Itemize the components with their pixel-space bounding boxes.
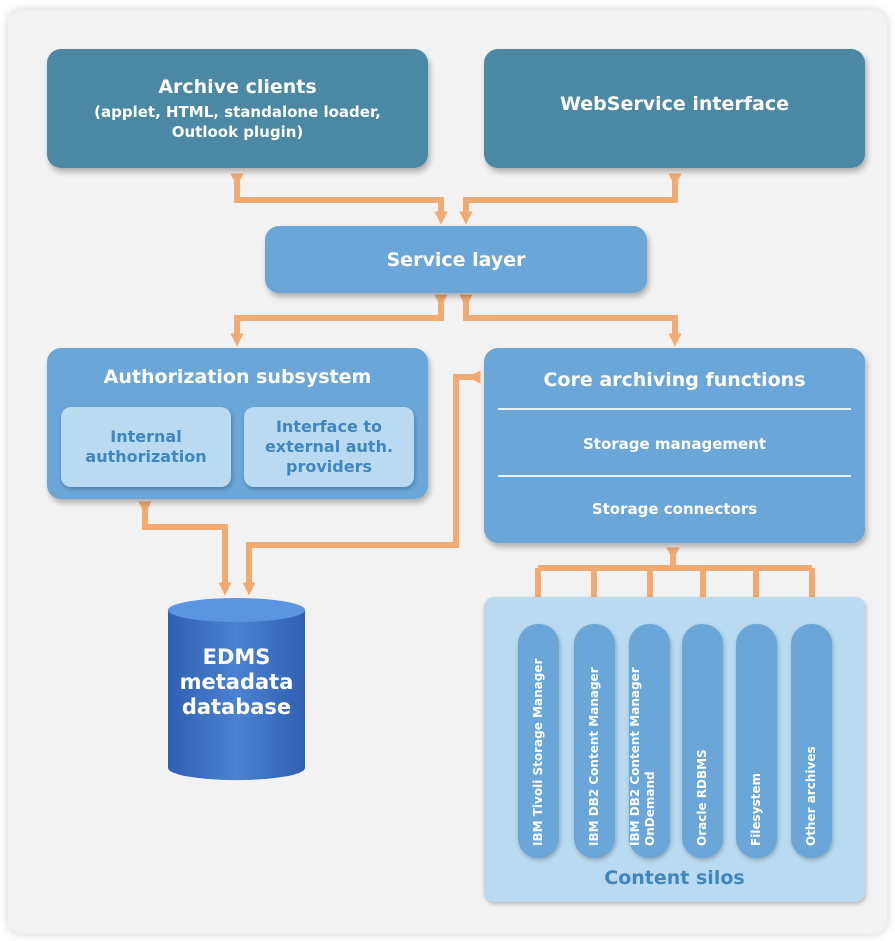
archive-clients-box: Archive clients (applet, HTML, standalon… bbox=[47, 49, 428, 168]
arrow-service-to-core bbox=[459, 294, 682, 347]
silo-label: Oracle RDBMS bbox=[695, 749, 709, 846]
silo-ibm-db2-ondemand: IBM DB2 Content Manager OnDemand bbox=[627, 624, 670, 858]
internal-authorization-label-2: authorization bbox=[85, 447, 207, 466]
silo-filesystem: Filesystem bbox=[736, 624, 777, 858]
internal-authorization-box: Internal authorization bbox=[61, 407, 231, 487]
silo-ibm-tivoli: IBM Tivoli Storage Manager bbox=[518, 624, 559, 858]
core-divider-2 bbox=[498, 475, 851, 477]
silo-label: IBM DB2 Content Manager bbox=[627, 667, 642, 846]
silo-other-archives: Other archives bbox=[791, 624, 832, 858]
archive-clients-title: Archive clients bbox=[158, 75, 317, 98]
arrow-auth-to-db bbox=[138, 501, 232, 596]
arrow-webservice-to-service bbox=[459, 173, 682, 225]
webservice-title: WebService interface bbox=[560, 92, 789, 115]
arrow-clients-to-service bbox=[230, 173, 448, 225]
silo-ibm-db2-cm: IBM DB2 Content Manager bbox=[574, 624, 615, 858]
archive-clients-subtitle-2: Outlook plugin) bbox=[171, 122, 304, 141]
core-divider-1 bbox=[498, 408, 851, 410]
external-auth-label-3: providers bbox=[286, 457, 372, 476]
service-layer-box: Service layer bbox=[265, 226, 647, 293]
silo-oracle-rdbms: Oracle RDBMS bbox=[682, 624, 723, 858]
authorization-box: Authorization subsystem Internal authori… bbox=[47, 348, 428, 499]
external-auth-label-1: Interface to bbox=[275, 417, 383, 436]
content-silos-label: Content silos bbox=[604, 867, 745, 889]
core-archiving-title: Core archiving functions bbox=[543, 369, 806, 391]
database-label-3: database bbox=[181, 695, 292, 719]
silo-label: Filesystem bbox=[749, 772, 763, 846]
external-auth-box: Interface to external auth. providers bbox=[244, 407, 414, 487]
silo-label: IBM Tivoli Storage Manager bbox=[531, 658, 545, 846]
external-auth-label-2: external auth. bbox=[264, 437, 394, 456]
database-label-1: EDMS bbox=[202, 645, 271, 669]
storage-management-label: Storage management bbox=[582, 435, 767, 453]
internal-authorization-label-1: Internal bbox=[110, 427, 182, 446]
service-layer-title: Service layer bbox=[386, 248, 526, 271]
archive-clients-subtitle-1: (applet, HTML, standalone loader, bbox=[94, 102, 381, 121]
silo-label: Other archives bbox=[804, 746, 818, 846]
silo-label: IBM DB2 Content Manager bbox=[587, 667, 601, 846]
core-archiving-box: Core archiving functions Storage managem… bbox=[484, 348, 865, 543]
database-label-2: metadata bbox=[179, 670, 294, 694]
silo-label-2: OnDemand bbox=[642, 771, 657, 846]
database-cylinder bbox=[168, 598, 305, 781]
arrow-core-to-db bbox=[242, 370, 481, 596]
storage-connectors-label: Storage connectors bbox=[591, 500, 758, 518]
edms-database: EDMS metadata database bbox=[168, 645, 305, 720]
arrow-service-to-auth bbox=[230, 294, 448, 347]
authorization-title: Authorization subsystem bbox=[103, 366, 372, 388]
webservice-box: WebService interface bbox=[484, 49, 865, 168]
